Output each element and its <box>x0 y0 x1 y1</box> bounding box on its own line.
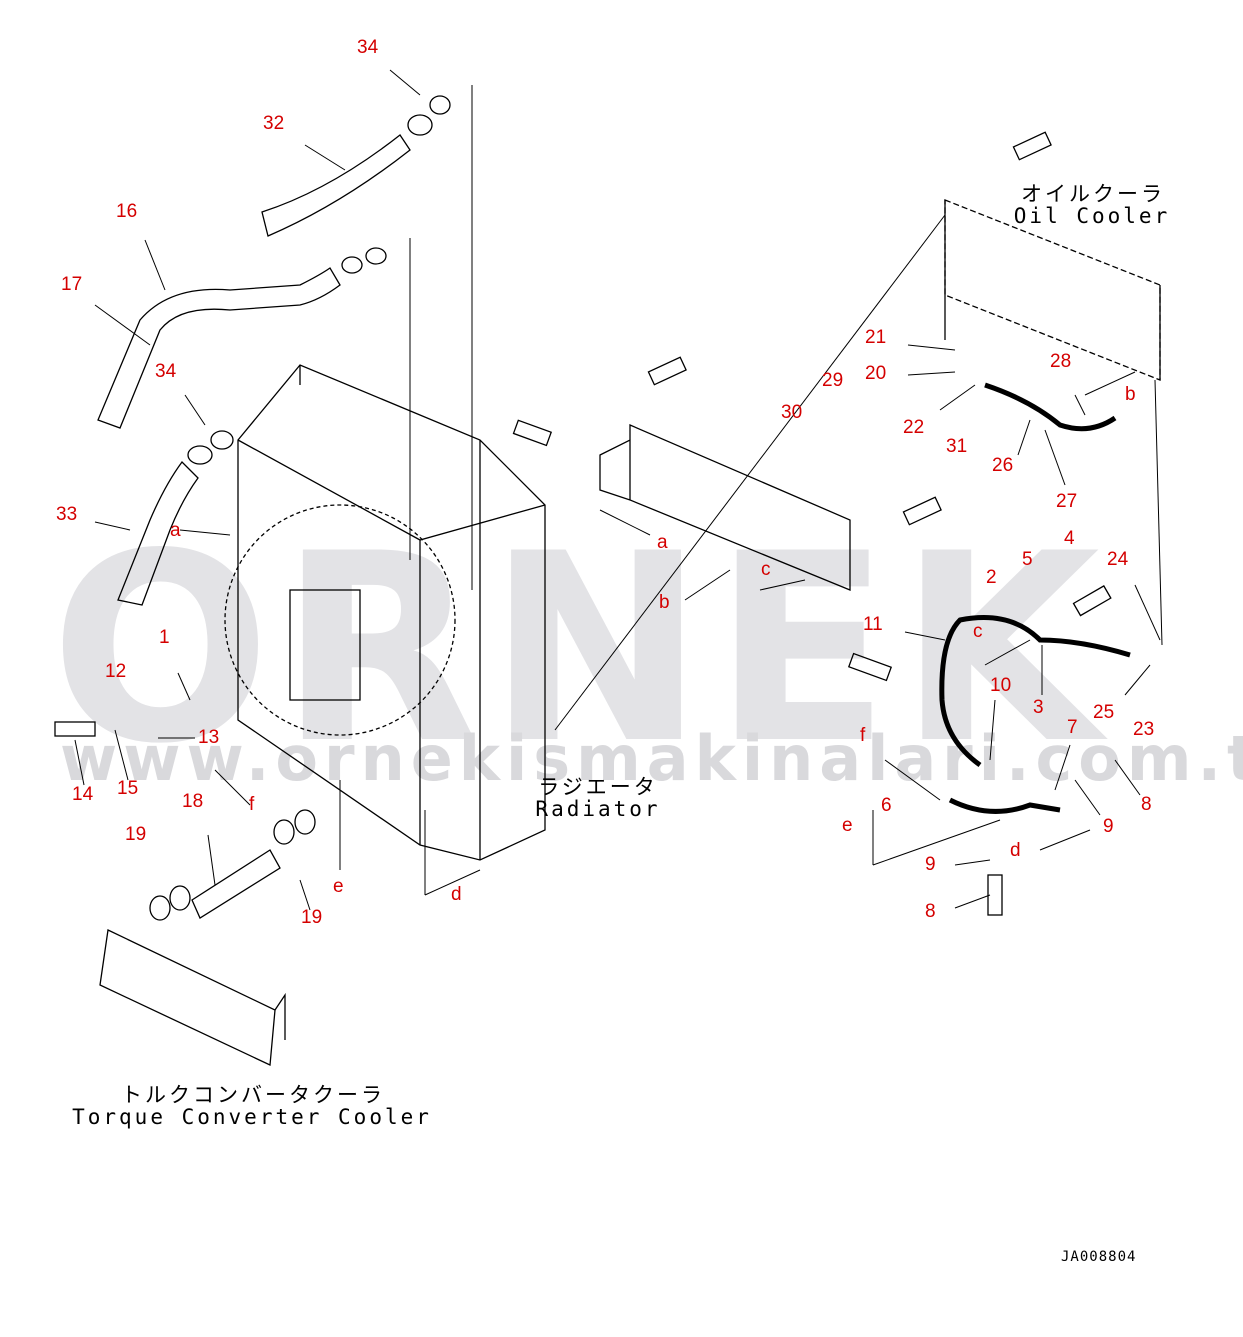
callout-20: 20 <box>865 363 887 384</box>
callout-6: 6 <box>881 795 892 816</box>
callout-32: 32 <box>263 113 285 134</box>
callout-26: 26 <box>992 455 1014 476</box>
hose-16 <box>97 267 341 429</box>
callout-b: b <box>659 592 670 613</box>
callout-e: e <box>333 876 344 897</box>
callout-9: 9 <box>925 854 936 875</box>
radiator-label-jp: ラジエータ <box>538 775 658 799</box>
clamp-34-mid <box>187 445 213 465</box>
watermark-url: www.ornekismakinalari.com.tr <box>60 722 1243 795</box>
pipe-26 <box>984 382 1117 432</box>
radiator-label-en: Radiator <box>535 797 661 821</box>
callout-11: 11 <box>863 614 883 635</box>
oil-cooler-label-en: Oil Cooler <box>1013 204 1171 228</box>
callout-f: f <box>860 725 866 746</box>
callout-8: 8 <box>1141 794 1152 815</box>
fan <box>224 504 456 736</box>
callout-19: 19 <box>301 907 323 928</box>
callout-e: e <box>842 815 853 836</box>
callout-4: 4 <box>1064 528 1075 549</box>
callout-d: d <box>1010 840 1021 861</box>
callout-34: 34 <box>357 37 379 58</box>
callout-30: 30 <box>781 402 803 423</box>
callout-c: c <box>973 621 983 642</box>
callout-c: c <box>761 559 771 580</box>
clamp-upper <box>341 256 363 274</box>
bolt-4 <box>1072 585 1112 617</box>
tc-cooler <box>99 929 276 1066</box>
bolt-8 <box>987 874 1003 916</box>
callout-16: 16 <box>116 201 138 222</box>
callout-24: 24 <box>1107 549 1129 570</box>
callout-25: 25 <box>1093 702 1115 723</box>
callout-23: 23 <box>1133 719 1155 740</box>
pipe-lower <box>948 797 1061 814</box>
radiator <box>237 364 546 861</box>
callout-15: 15 <box>117 778 139 799</box>
callout-27: 27 <box>1056 491 1078 512</box>
callout-9: 9 <box>1103 816 1114 837</box>
callout-12: 12 <box>105 661 127 682</box>
callout-29: 29 <box>822 370 844 391</box>
clamp-34-top <box>407 114 433 136</box>
callout-13: 13 <box>198 727 220 748</box>
callout-b: b <box>1125 384 1136 405</box>
tc-cooler-label-en: Torque Converter Cooler <box>72 1105 432 1129</box>
callout-22: 22 <box>903 417 925 438</box>
bolt-14 <box>54 721 96 737</box>
hose-33 <box>117 461 199 606</box>
hose-18 <box>191 849 281 919</box>
callout-34: 34 <box>155 361 177 382</box>
oil-cooler-label-jp: オイルクーラ <box>1021 182 1165 206</box>
tc-cooler-label-jp: トルクコンバータクーラ <box>121 1083 385 1107</box>
callout-21: 21 <box>865 327 887 348</box>
callout-31: 31 <box>946 436 968 457</box>
callout-17: 17 <box>61 274 83 295</box>
drawing-code: JA008804 <box>1061 1249 1137 1265</box>
callout-a: a <box>170 520 181 541</box>
hose-32 <box>261 134 411 237</box>
callout-10: 10 <box>990 675 1012 696</box>
callout-18: 18 <box>182 791 204 812</box>
watermark-logo: ORNEK <box>50 499 1108 801</box>
callout-14: 14 <box>72 784 94 805</box>
callout-d: d <box>451 884 462 905</box>
callout-5: 5 <box>1022 549 1033 570</box>
callout-3: 3 <box>1033 697 1044 718</box>
callout-f: f <box>249 794 255 815</box>
pipe-11 <box>939 615 1131 768</box>
leader-lines <box>74 69 1163 911</box>
callout-a: a <box>657 532 668 553</box>
callout-7: 7 <box>1067 717 1078 738</box>
callout-2: 2 <box>986 567 997 588</box>
callout-1: 1 <box>159 627 170 648</box>
bracket <box>599 424 851 591</box>
callout-8: 8 <box>925 901 936 922</box>
callout-28: 28 <box>1050 351 1072 372</box>
callout-19: 19 <box>125 824 147 845</box>
callout-33: 33 <box>56 504 78 525</box>
